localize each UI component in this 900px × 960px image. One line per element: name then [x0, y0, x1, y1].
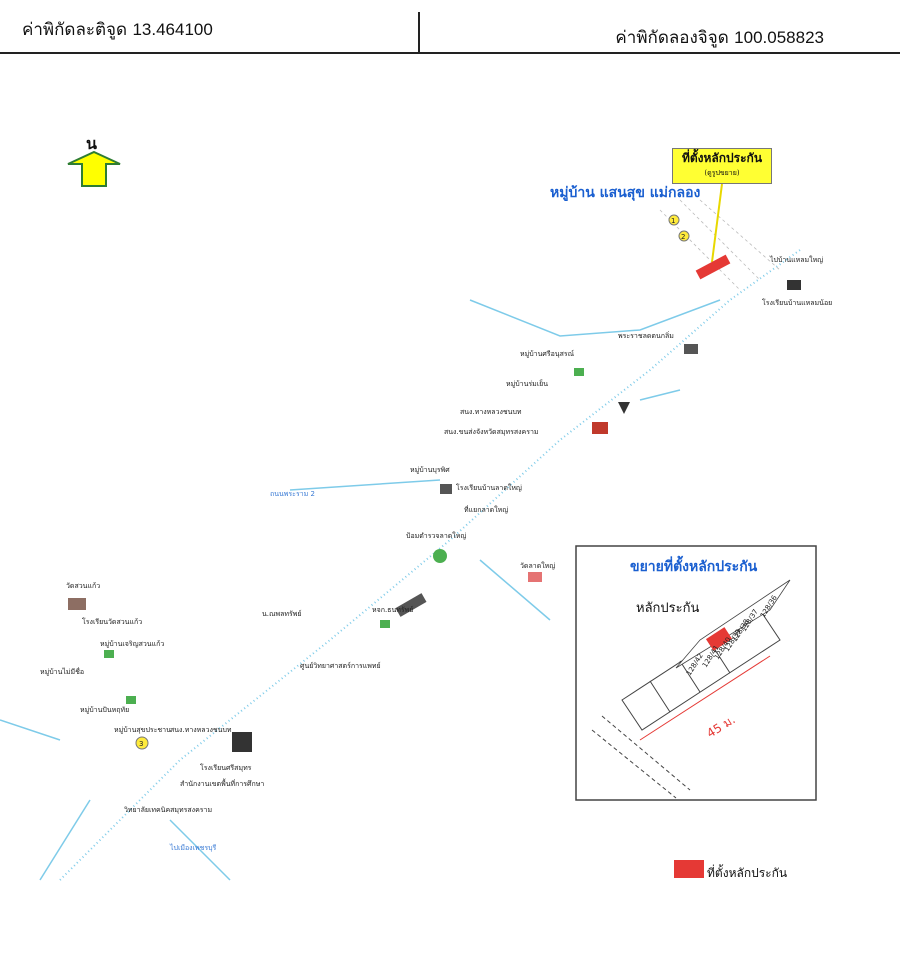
map-label-16: วัดสวนแก้ว [66, 582, 100, 590]
map-label-4: หมู่บ้านศรีอนุสรณ์ [520, 350, 575, 358]
latitude: ค่าพิกัดละติจูด 13.464100 [22, 16, 213, 43]
latitude-value: 13.464100 [132, 20, 213, 39]
collateral-callout: ที่ตั้งหลักประกัน (ดูรูปขยาย) [672, 148, 772, 184]
map-label-1: ไปบ้านแหลมใหญ่ [769, 255, 823, 264]
village-parcels [659, 199, 781, 291]
shop-icon [395, 593, 427, 617]
road-branch-upper-left [289, 479, 441, 491]
legend-text: ที่ตั้งหลักประกัน [707, 866, 788, 880]
map-label-17: โรงเรียนวัดสวนแก้ว [82, 617, 142, 626]
logo-icon [433, 549, 447, 563]
inset-label: หลักประกัน [636, 601, 700, 616]
main-road [59, 249, 801, 881]
marker-2 [678, 230, 690, 242]
map-label-8: หมู่บ้านบุรพิศ [410, 466, 450, 474]
inset-lot-grid [675, 579, 791, 669]
longitude: ค่าพิกัดลองจิจูด 100.058823 [615, 24, 824, 51]
map-label-15: ศูนย์วิทยาศาสตร์การแพทย์ [300, 662, 381, 670]
road-branch-south [169, 819, 231, 881]
callout-subtitle: (ดูรูปขยาย) [704, 169, 740, 177]
map-label-5: หมู่บ้านร่มเย็น [506, 379, 548, 388]
road-to-village [469, 299, 721, 337]
map-label-25: วิทยาลัยเทคนิคสมุทรสงคราม [124, 806, 212, 814]
collateral-marker [695, 254, 731, 280]
map-label-27: ไปเมืองเพชรบุรี [169, 843, 217, 852]
hospital-icon [232, 732, 252, 752]
map-label-13: หจก.ธนทรัพย์ [372, 606, 413, 614]
map-label-9: โรงเรียนบ้านลาดใหญ่ [456, 483, 522, 492]
svg-text:1: 1 [671, 217, 675, 225]
svg-text:2: 2 [681, 233, 685, 241]
inset-dimension-line [639, 655, 771, 741]
car-icon-1 [574, 368, 584, 376]
map-label-24: สำนักงานเขตพื้นที่การศึกษา [180, 777, 264, 788]
car-icon-2 [380, 620, 390, 628]
map-label-20: หมู่บ้านปันหฤทัย [80, 706, 129, 714]
inset-title: ขยายที่ตั้งหลักประกัน [630, 559, 758, 575]
road-branch-sw [39, 799, 91, 881]
office-icon [592, 422, 608, 434]
temple-icon-3 [528, 572, 542, 582]
longitude-value: 100.058823 [734, 28, 824, 47]
school-icon [787, 280, 801, 290]
legend-swatch [674, 860, 704, 878]
svg-text:3: 3 [139, 740, 143, 748]
road-soi-right [639, 389, 681, 401]
latitude-label: ค่าพิกัดละติจูด [22, 20, 128, 40]
north-arrow-icon [67, 150, 121, 187]
map-label-22: สนง.ทางหลวงชนบท [170, 726, 232, 734]
map-label-18: หมู่บ้านเจริญสวนแก้ว [100, 640, 164, 648]
marker-1 [668, 214, 680, 226]
temple-icon [684, 344, 698, 354]
road-branch-lower [479, 559, 551, 621]
marker-3 [135, 736, 149, 750]
inset-road-edge-1 [601, 715, 691, 791]
map-label-7: สนง.ขนส่งจังหวัดสมุทรสงคราม [444, 428, 539, 436]
map-label-10: ที่แยกลาดใหญ่ [464, 505, 508, 514]
temple-icon-2 [68, 598, 86, 610]
map-label-21: หมู่บ้านสุขประชาน [114, 726, 171, 734]
header-divider [418, 12, 420, 52]
map-label-12: วัดลาดใหญ่ [520, 561, 555, 570]
longitude-label: ค่าพิกัดลองจิจูด [615, 28, 729, 48]
village-title: หมู่บ้าน แสนสุข แม่กลอง [550, 185, 701, 201]
road-branch-left [0, 719, 61, 741]
callout-leader [711, 183, 723, 263]
map-label-6: สนง.ทางหลวงชนบท [460, 408, 522, 416]
header-rule [0, 52, 900, 54]
map-label-11: ป้อมตำรวจลาดใหญ่ [406, 531, 466, 540]
car-icon-4 [126, 696, 136, 704]
callout-title: ที่ตั้งหลักประกัน [681, 151, 763, 165]
north-label: น [86, 134, 97, 153]
emblem-icon [618, 402, 630, 414]
car-icon-3 [104, 650, 114, 658]
map-label-2: โรงเรียนบ้านแหลมน้อย [762, 298, 832, 307]
map-label-23: โรงเรียนศรีสมุทร [200, 763, 252, 772]
map-label-26: ถนนพระราม 2 [270, 490, 315, 498]
map-label-14: น.ณพลทรัพย์ [262, 610, 302, 618]
map-label-19: หมู่บ้านไม่มีชื่อ [40, 667, 84, 676]
inset-collateral-marker [705, 627, 733, 651]
coordinates-header: ค่าพิกัดละติจูด 13.464100 ค่าพิกัดลองจิจ… [0, 0, 900, 56]
map-label-3: พระราชลดตนกลิ่ม [618, 331, 674, 340]
building-icon-1 [440, 484, 452, 494]
